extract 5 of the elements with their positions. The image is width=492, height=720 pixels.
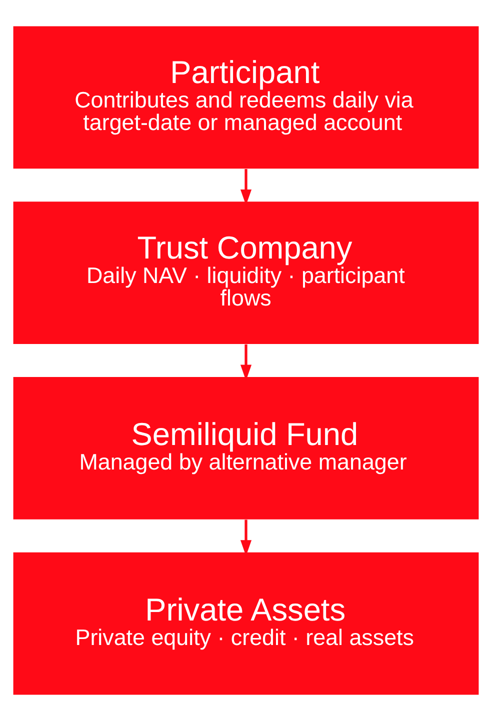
node-box: Trust Company Daily NAV · liquidity · participant flows [13, 201, 479, 344]
node-box: Semiliquid Fund Managed by alternative manager [13, 376, 479, 519]
node-box: Participant Contributes and redeems daily via target-date or managed account [13, 26, 479, 168]
arrow [240, 168, 252, 205]
node-box: Private Assets Private equity · credit · real assets [13, 552, 479, 694]
